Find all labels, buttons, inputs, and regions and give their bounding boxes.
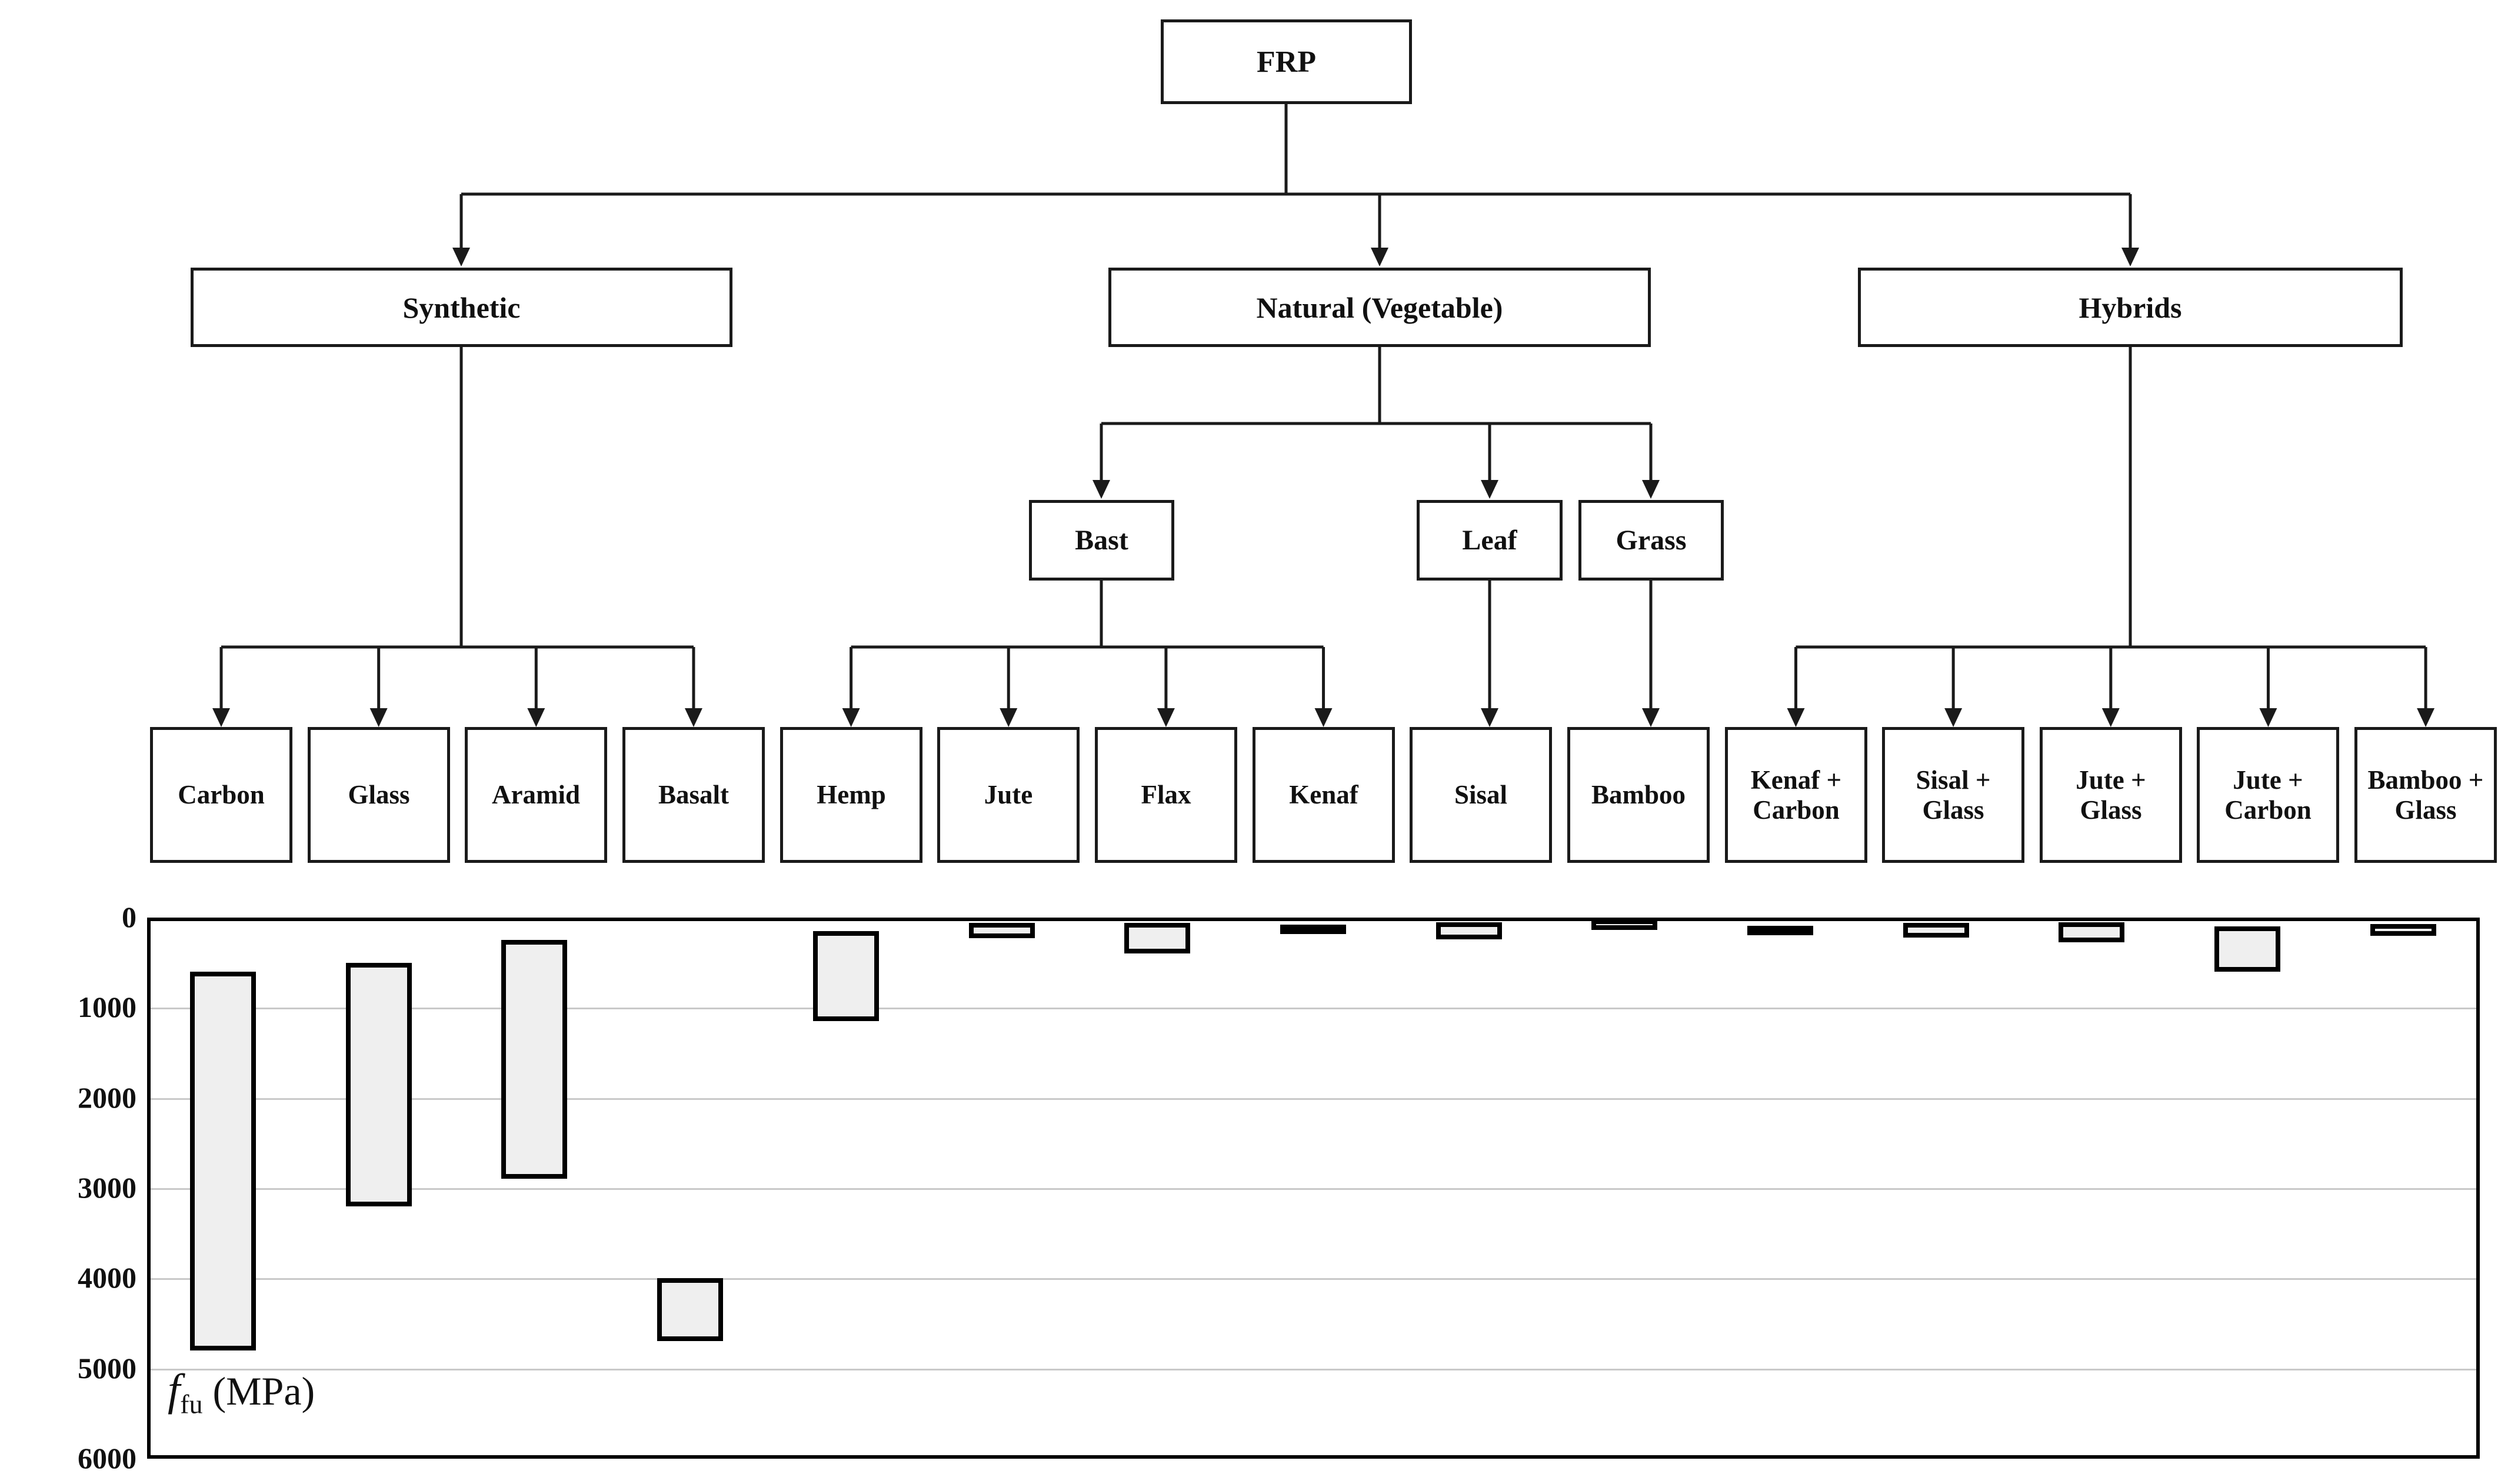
gridline-5000 xyxy=(151,1369,2476,1370)
gridline-1000 xyxy=(151,1008,2476,1009)
arrowhead xyxy=(684,708,702,727)
arrowhead xyxy=(1642,480,1660,499)
range-bar-bamboo xyxy=(1591,919,1657,930)
arrowhead xyxy=(1000,708,1018,727)
node-bamboo-plus-glass: Bamboo + Glass xyxy=(2354,727,2497,863)
node-natural-vegetable: Natural (Vegetable) xyxy=(1108,268,1651,347)
arrowhead xyxy=(2121,248,2139,266)
node-hybrids: Hybrids xyxy=(1858,268,2403,347)
range-bar-sisal-plus-glass xyxy=(1903,923,1969,938)
node-hemp: Hemp xyxy=(780,727,922,863)
node-frp: FRP xyxy=(1161,19,1412,104)
arrowhead xyxy=(1787,708,1805,727)
y-axis-label: ffu (MPa) xyxy=(168,1365,315,1420)
ffu-unit: (MPa) xyxy=(212,1369,315,1413)
arrowhead xyxy=(1642,708,1660,727)
range-bar-jute-plus-carbon xyxy=(2214,926,2280,972)
range-bar-kenaf-plus-carbon xyxy=(1747,926,1813,935)
y-tick-4000: 4000 xyxy=(78,1261,136,1294)
arrowhead xyxy=(1093,480,1110,499)
node-aramid: Aramid xyxy=(465,727,607,863)
arrowhead xyxy=(1481,480,1498,499)
y-tick-1000: 1000 xyxy=(78,991,136,1023)
arrowhead xyxy=(212,708,230,727)
range-bar-basalt xyxy=(657,1278,723,1341)
y-tick-3000: 3000 xyxy=(78,1171,136,1204)
arrowhead xyxy=(842,708,860,727)
arrowhead xyxy=(527,708,545,727)
gridline-3000 xyxy=(151,1188,2476,1190)
node-flax: Flax xyxy=(1095,727,1237,863)
ffu-symbol: f xyxy=(168,1365,181,1415)
range-bar-kenaf xyxy=(1280,925,1346,934)
node-synthetic: Synthetic xyxy=(191,268,732,347)
node-glass: Glass xyxy=(308,727,450,863)
arrowhead xyxy=(1314,708,1333,727)
y-tick-0: 0 xyxy=(122,901,136,933)
y-tick-6000: 6000 xyxy=(78,1442,136,1475)
node-grass: Grass xyxy=(1578,500,1724,581)
node-basalt: Basalt xyxy=(622,727,765,863)
node-carbon: Carbon xyxy=(150,727,292,863)
node-jute-plus-carbon: Jute + Carbon xyxy=(2197,727,2339,863)
range-bar-glass xyxy=(346,963,412,1206)
node-leaf: Leaf xyxy=(1417,500,1563,581)
range-bar-carbon xyxy=(190,972,256,1350)
range-bar-sisal xyxy=(1436,922,1502,939)
arrowhead xyxy=(1944,708,1963,727)
arrowhead xyxy=(369,708,388,727)
arrowhead xyxy=(2259,708,2277,727)
arrowhead xyxy=(452,248,470,266)
node-jute-plus-glass: Jute + Glass xyxy=(2040,727,2182,863)
node-jute: Jute xyxy=(937,727,1080,863)
range-bar-jute xyxy=(969,923,1035,938)
y-tick-5000: 5000 xyxy=(78,1352,136,1385)
arrowhead xyxy=(1371,248,1388,266)
range-bar-jute-plus-glass xyxy=(2059,922,2124,942)
arrowhead xyxy=(1481,708,1498,727)
node-sisal-plus-glass: Sisal + Glass xyxy=(1882,727,2024,863)
node-kenaf: Kenaf xyxy=(1253,727,1395,863)
range-bar-bamboo-plus-glass xyxy=(2370,924,2436,936)
range-bar-flax xyxy=(1124,923,1190,953)
node-sisal: Sisal xyxy=(1410,727,1552,863)
gridline-4000 xyxy=(151,1278,2476,1280)
gridline-2000 xyxy=(151,1098,2476,1100)
y-tick-2000: 2000 xyxy=(78,1081,136,1114)
range-bar-hemp xyxy=(813,931,879,1021)
arrowhead xyxy=(1157,708,1175,727)
connector-lines xyxy=(212,104,2435,727)
node-bast: Bast xyxy=(1029,500,1174,581)
tree-branch-lines xyxy=(219,104,2427,711)
arrowhead xyxy=(2101,708,2120,727)
range-bar-aramid xyxy=(501,940,567,1179)
arrowhead xyxy=(2417,708,2435,727)
ffu-subscript: fu xyxy=(180,1389,203,1419)
node-kenaf-plus-carbon: Kenaf + Carbon xyxy=(1725,727,1867,863)
node-bamboo: Bamboo xyxy=(1567,727,1710,863)
